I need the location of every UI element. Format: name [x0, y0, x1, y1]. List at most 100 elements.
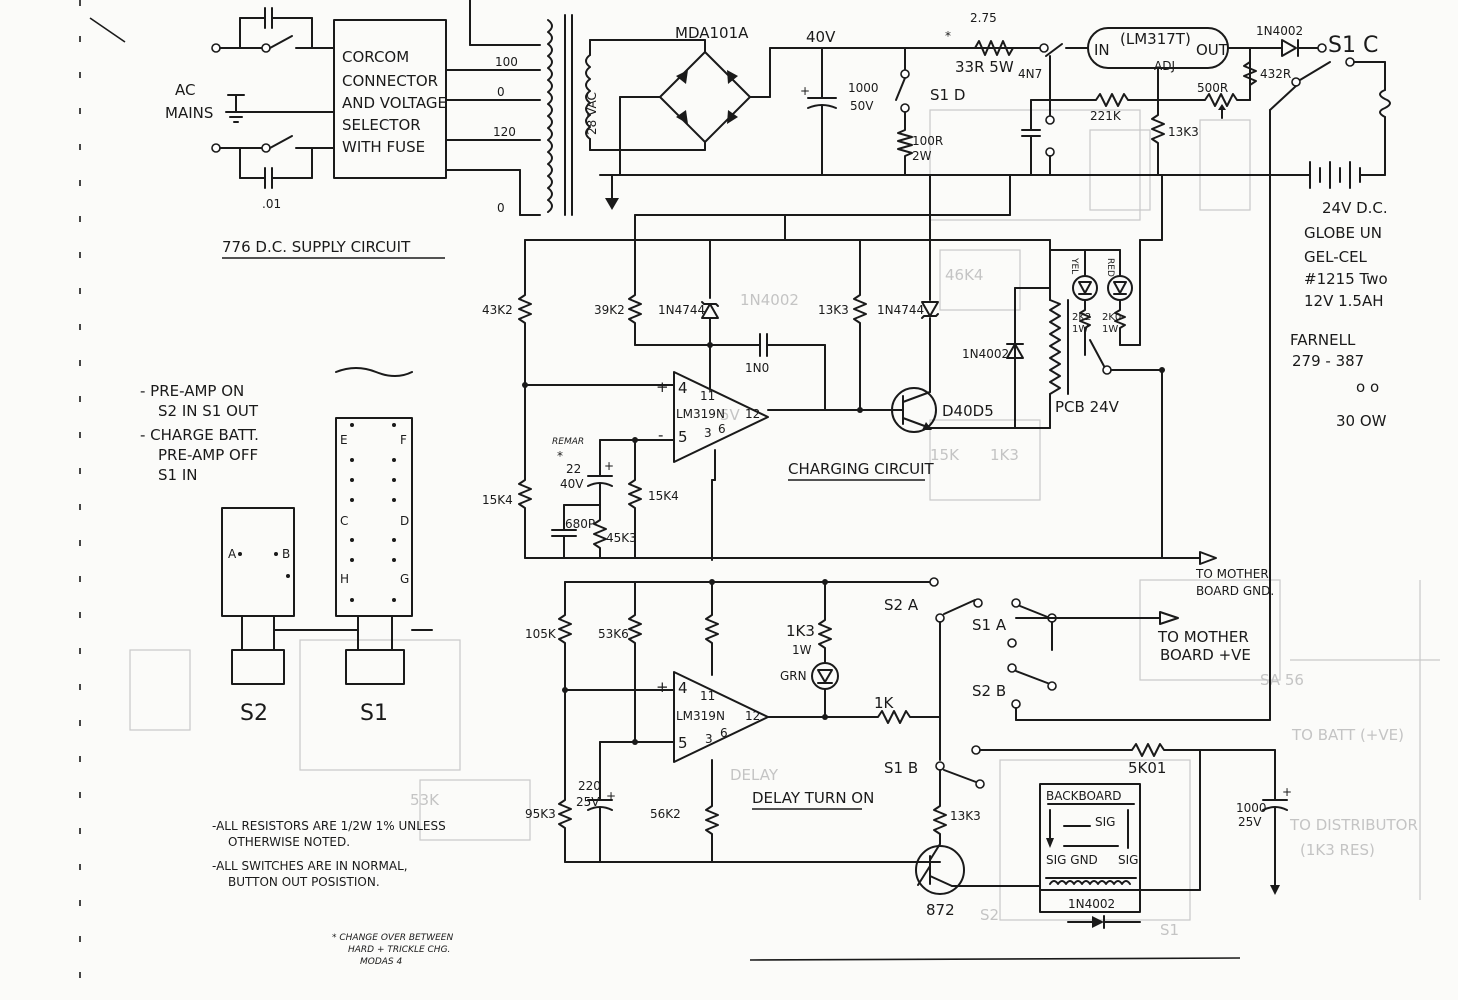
backboard-diode: 1N4002	[1068, 897, 1115, 911]
bridge-rectifier: MDA101A	[619, 24, 1041, 176]
tap-0-a: 0	[497, 85, 505, 99]
note-3: -ALL SWITCHES ARE IN NORMAL,	[212, 859, 408, 873]
star-mark: *	[945, 29, 951, 43]
delay-circuit: 105K 95K3 53K6 220 25V + 56K2 4 5 11 LM3…	[525, 577, 1292, 929]
r33-top-note: 2.75	[970, 11, 997, 25]
reg-out: OUT	[1196, 41, 1229, 59]
diode-top: 1N4002	[1256, 24, 1303, 38]
oa2-pin11: 11	[700, 689, 715, 703]
transformer: 28 VAC	[547, 14, 706, 216]
tap-120: 120	[493, 125, 516, 139]
bottom-border	[749, 957, 1241, 961]
oa1-pin3: 3	[704, 426, 712, 440]
selector-line-5: WITH FUSE	[342, 138, 425, 156]
supply-title: 776 D.C. SUPPLY CIRCUIT	[222, 238, 411, 256]
cap-220-value: 220	[578, 779, 601, 793]
s1-pin-h: H	[340, 572, 349, 586]
remark-label: REMAR	[552, 437, 584, 447]
s1-label: S1	[360, 701, 388, 726]
led-red-label: RED	[1105, 258, 1115, 277]
to-mother-gnd-1: TO MOTHER	[1195, 567, 1269, 581]
s2-pin-a: A	[228, 547, 237, 561]
battery-line-1: 24V D.C.	[1322, 199, 1388, 217]
r221k: 221K	[1090, 109, 1122, 123]
reg-in: IN	[1094, 41, 1110, 59]
r39k2: 39K2	[594, 303, 625, 317]
farnell-note-30: 30 OW	[1336, 412, 1387, 430]
svg-text:S1: S1	[1160, 921, 1179, 939]
s1c-label: S1 C	[1328, 33, 1378, 58]
farnell-label: FARNELL	[1290, 331, 1356, 349]
oa1-pin11: 11	[700, 389, 715, 403]
reg-adj: ADJ	[1154, 59, 1175, 73]
backboard-label: BACKBOARD	[1046, 789, 1122, 803]
to-mother-gnd-2: BOARD GND.	[1196, 584, 1274, 598]
svg-text:S2: S2	[980, 906, 999, 924]
relay-diode: 1N4002	[962, 347, 1009, 361]
charging-title: CHARGING CIRCUIT	[788, 460, 935, 478]
s1-pin-c: C	[340, 514, 348, 528]
s2-label: S2	[240, 701, 268, 726]
transformer-secondary: 28 VAC	[585, 92, 599, 135]
oa1-pin12: 12	[745, 407, 760, 421]
transistor-872: 872	[926, 901, 955, 919]
r105k: 105K	[525, 627, 557, 641]
r1k3-power: 1W	[792, 643, 812, 657]
oa1-pin6: 6	[718, 422, 726, 436]
selector-line-1: CORCOM	[342, 48, 409, 66]
r15k4-right: 15K4	[648, 489, 679, 503]
svg-text:SA 56: SA 56	[1260, 671, 1304, 689]
selector-line-4: SELECTOR	[342, 116, 421, 134]
reg-part: (LM317T)	[1120, 30, 1191, 48]
svg-text:TO DISTRIBUTOR: TO DISTRIBUTOR	[1289, 816, 1418, 834]
mains-label: MAINS	[165, 104, 213, 122]
svg-text:46K4: 46K4	[945, 266, 983, 284]
selector-line-3: AND VOLTAGE	[342, 94, 447, 112]
remark-star: *	[557, 449, 563, 463]
r45k3: 45K3	[606, 531, 637, 545]
cap-1000-delay-v: 25V	[1238, 815, 1262, 829]
r100-power: 2W	[912, 149, 932, 163]
svg-text:15K: 15K	[930, 446, 960, 464]
r100-value: 100R	[912, 134, 943, 148]
r1k: 1K	[874, 694, 895, 712]
r2k0-power: 1W	[1102, 324, 1118, 335]
svg-text:53K: 53K	[410, 791, 440, 809]
note-1: -ALL RESISTORS ARE 1/2W 1% UNLESS	[212, 819, 446, 833]
note-2: OTHERWISE NOTED.	[228, 835, 350, 849]
footnote-1: * CHANGE OVER BETWEEN	[332, 933, 453, 943]
r13k3: 13K3	[818, 303, 849, 317]
ac-mains-input: AC MAINS .01	[165, 7, 335, 211]
r432: 432R	[1260, 67, 1291, 81]
sig-2: SIG	[1118, 853, 1138, 867]
cap-220-plus: +	[606, 789, 616, 803]
svg-text:1K3: 1K3	[990, 446, 1019, 464]
battery-line-4: #1215 Two	[1304, 270, 1388, 288]
cap-220-voltage: 25V	[576, 795, 600, 809]
zener-1: 1N4744	[658, 303, 705, 317]
s2b-label: S2 B	[972, 682, 1006, 700]
cap-22-value: 22	[566, 462, 581, 476]
cap-22-plus: +	[604, 459, 614, 473]
oa2-part: LM319N	[676, 709, 725, 723]
s2a-label: S2 A	[884, 596, 919, 614]
oa1-pin5: 5	[678, 428, 688, 446]
cap-4n7: 4N7	[1018, 67, 1042, 81]
switch-s1: E F C D H G S1	[273, 367, 433, 726]
r2k2: 2K2	[1072, 312, 1091, 323]
cap-22-voltage: 40V	[560, 477, 584, 491]
charging-circuit: 43K2 15K4 39K2 1N4744 1N0 4 5 11 LM319N …	[482, 174, 1274, 598]
r1k3-value: 1K3	[786, 622, 815, 640]
r56k2: 56K2	[650, 807, 681, 821]
switch-s2: A B S2	[221, 507, 295, 726]
battery-line-2: GLOBE UN	[1304, 224, 1382, 242]
oa2-pin5: 5	[678, 734, 688, 752]
r2k0: 2K0	[1102, 312, 1121, 323]
oa2-minus: -	[658, 732, 663, 750]
footnote-3: MODAS 4	[360, 957, 403, 967]
oa2-plus: +	[656, 678, 669, 696]
mains-cap-label: .01	[262, 197, 281, 211]
footnote-2: HARD + TRICKLE CHG.	[348, 945, 450, 955]
switch-notes: - PRE-AMP ON S2 IN S1 OUT - CHARGE BATT.…	[140, 382, 259, 484]
